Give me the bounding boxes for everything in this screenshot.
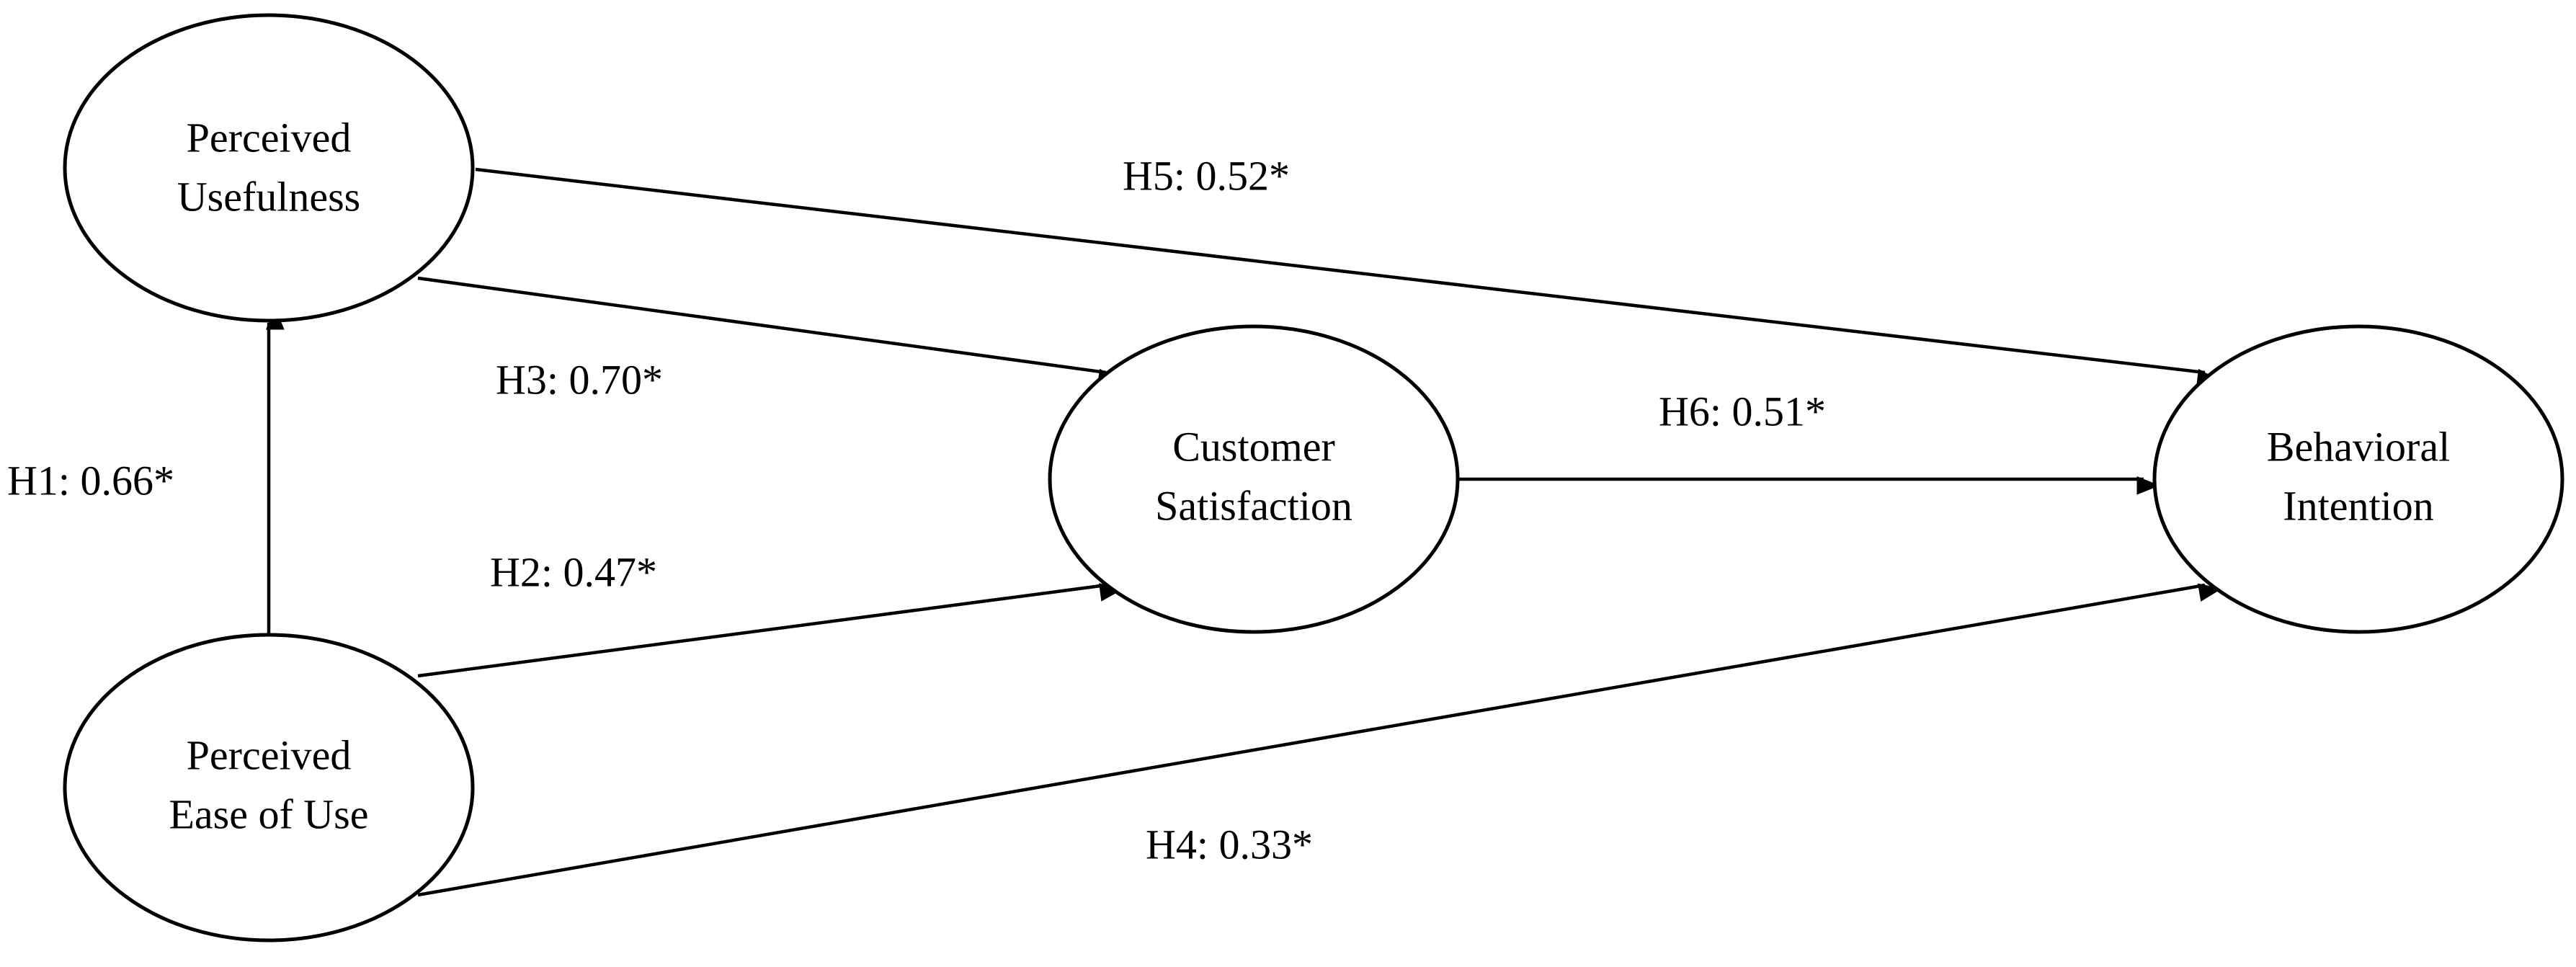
node-shape [1048, 324, 1460, 634]
node-label-line2: Usefulness [177, 173, 361, 220]
arrow-h3 [417, 276, 1122, 388]
path-label-h4: H4: 0.33* [1146, 821, 1313, 868]
node-customer-satisfaction: Customer Satisfaction [1048, 324, 1460, 634]
node-label-line1: Perceived [187, 114, 352, 161]
node-label-line2: Satisfaction [1155, 482, 1352, 529]
node-label-line2: Intention [2283, 482, 2433, 529]
arrow-h5 [475, 167, 2221, 388]
node-label-line2: Ease of Use [169, 790, 368, 837]
path-label-h5: H5: 0.52* [1123, 152, 1290, 199]
node-label-line1: Perceived [187, 731, 352, 778]
arrow-h2 [417, 583, 1123, 678]
node-shape [63, 13, 475, 323]
path-labels: H1: 0.66* H3: 0.70* H2: 0.47* H5: 0.52* … [7, 152, 1826, 868]
path-label-h3: H3: 0.70* [496, 356, 663, 403]
node-shape [2152, 324, 2564, 634]
path-label-h6: H6: 0.51* [1659, 388, 1826, 435]
node-behavioral-intention: Behavioral Intention [2152, 324, 2564, 634]
node-perceived-usefulness: Perceived Usefulness [63, 13, 475, 323]
node-label-line1: Behavioral [2267, 423, 2450, 470]
node-perceived-ease-of-use: Perceived Ease of Use [63, 633, 475, 943]
node-label-line1: Customer [1172, 423, 1335, 470]
path-label-h2: H2: 0.47* [490, 548, 657, 595]
edges [266, 167, 2222, 897]
path-label-h1: H1: 0.66* [7, 457, 174, 504]
node-shape [63, 633, 475, 943]
arrow-h4 [417, 583, 2222, 897]
